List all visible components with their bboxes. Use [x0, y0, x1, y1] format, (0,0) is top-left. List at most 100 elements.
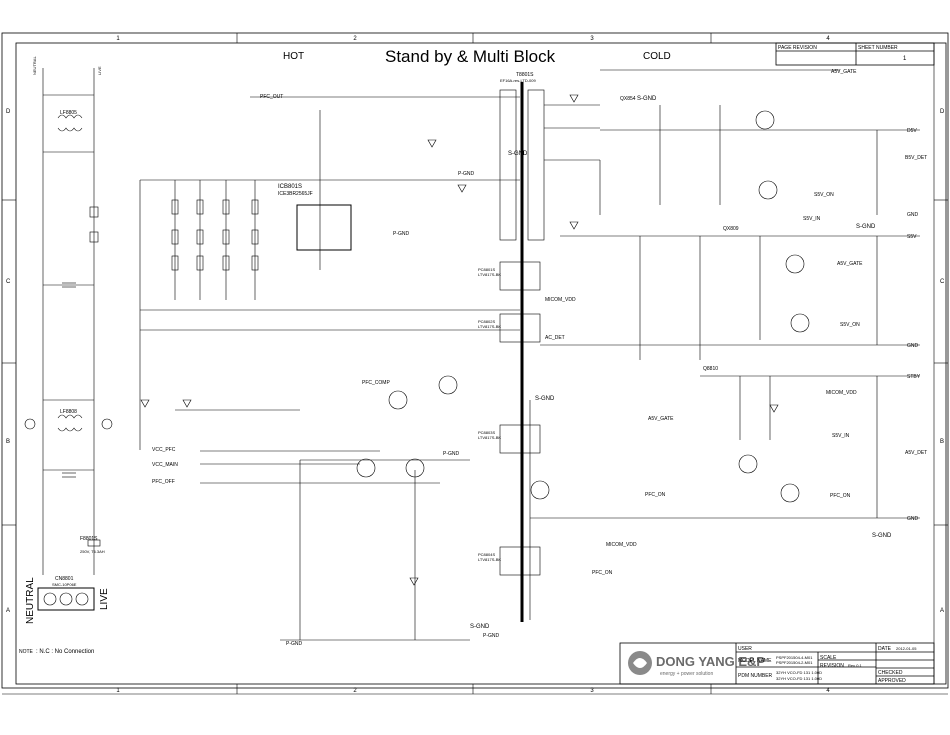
net-s-gnd-2: S-GND: [508, 151, 528, 157]
net-s5v-in-2: S5V_IN: [803, 216, 821, 222]
model-name-1: PSPF201504-4-M01: [776, 655, 813, 660]
net-p-gnd-3: P-GND: [443, 451, 460, 457]
net-gnd-1: GND: [907, 212, 919, 218]
net-s5v-in: S5V_IN: [832, 433, 850, 439]
scale-label: SCALE: [820, 655, 837, 661]
net-p-gnd-5: P-GND: [483, 633, 500, 639]
sheet-title: Stand by & Multi Block: [385, 47, 556, 66]
opto-couplers: [499, 261, 541, 576]
net-pfc-on-1: PFC_ON: [592, 570, 613, 576]
net-micom-vdd-1: MICOM_VDD: [545, 297, 576, 303]
transformer-ref: T8801S: [516, 72, 534, 78]
net-s-gnd-3: S-GND: [535, 396, 555, 402]
note-label: NOTE: [19, 649, 34, 655]
f8801s-ref: F8801S: [80, 536, 98, 542]
pc4-ref: PC8804S: [478, 552, 495, 557]
transformer: [499, 89, 600, 241]
zone-col-1-bottom: 1: [116, 688, 120, 694]
net-a5v-det: A5V_DET: [905, 450, 927, 456]
pdm-number-1: 32YH VCO-FD 131 1.00D: [776, 670, 822, 675]
revision-label: REVISION: [820, 663, 844, 669]
zone-row-a-right: A: [940, 608, 944, 614]
ac-connector: [37, 587, 95, 611]
ic-ref: ICB801S: [278, 184, 302, 190]
controller-region: [139, 96, 520, 641]
net-pfc-on-2: PFC_ON: [645, 492, 666, 498]
zone-col-1: 1: [116, 36, 120, 42]
net-p-gnd-1: P-GND: [393, 231, 410, 237]
net-s5v-on-1: S5V_ON: [814, 192, 834, 198]
net-a5v-gate-2: A5V_GATE: [831, 69, 857, 75]
zone-row-b-right: B: [940, 439, 944, 445]
net-vcc-pfc: VCC_PFC: [152, 447, 176, 453]
net-pfc-out: PFC_OUT: [260, 94, 283, 100]
net-s5v-on-2: S5V_ON: [840, 322, 860, 328]
net-stby: STBY: [907, 374, 921, 380]
lf8808-ref: LF8808: [60, 409, 77, 415]
page-revision-label: PAGE REVISION: [778, 45, 817, 51]
pdm-number-2: 32YH VCO-FD 131 1.00D: [776, 676, 822, 681]
ac-input-section: [24, 68, 113, 575]
title-block: [619, 642, 935, 685]
q8810-ref: Q8810: [703, 366, 718, 372]
net-pfc-comp: PFC_COMP: [362, 380, 390, 386]
net-d5v: D5V: [907, 128, 917, 134]
model-name-2: PSPF201504-2-M01: [776, 660, 813, 665]
sheet-number: 1: [903, 56, 907, 62]
cold-label: COLD: [643, 51, 671, 62]
zone-col-4: 4: [826, 36, 830, 42]
transformer-part: EF16A-res-LTD-009: [500, 78, 536, 83]
qx809-ref: QX809: [723, 226, 739, 232]
net-micom-vdd-3: MICOM_VDD: [826, 390, 857, 396]
pc1-ref: PC8801S: [478, 267, 495, 272]
net-p-gnd-2: P-GND: [458, 171, 475, 177]
secondary-region: [529, 69, 920, 620]
zone-row-d-right: D: [940, 109, 945, 115]
pc2-ref: PC8802S: [478, 319, 495, 324]
pc3-ref: PC8803S: [478, 430, 495, 435]
model-name-label: MODEL NAME: [738, 658, 772, 664]
user-label: USER: [738, 646, 752, 652]
f8801s-part: 250V, T6.3AH: [80, 549, 105, 554]
date-label: DATE: [878, 646, 892, 652]
company-name: DONG YANG E&P: [656, 654, 765, 669]
net-s-gnd-4: S-GND: [470, 624, 490, 630]
zone-col-4-bottom: 4: [826, 688, 830, 694]
net-gnd-3: GND: [907, 516, 919, 522]
zone-row-c-right: C: [940, 279, 945, 285]
zone-col-3: 3: [590, 36, 594, 42]
ac-lead-live: LIVE: [97, 66, 102, 75]
net-s5v: S5V: [907, 234, 917, 240]
cn8801-ref: CN8801: [55, 576, 74, 582]
note-text: : N.C : No Connection: [36, 649, 94, 655]
net-gnd-2: GND: [907, 343, 919, 349]
net-vcc-main: VCC_MAIN: [152, 462, 178, 468]
zone-col-2-bottom: 2: [353, 688, 357, 694]
company-tagline: energy + power solution: [660, 671, 713, 677]
lf8805-ref: LF8805: [60, 110, 77, 116]
revision-value: Rev 0.1: [848, 663, 863, 668]
neutral-label: NEUTRAL: [25, 577, 36, 624]
pc3-part: LTV817S-BK: [478, 435, 501, 440]
net-s-gnd-1: S-GND: [637, 96, 657, 102]
checked-label: CHECKED: [878, 670, 903, 676]
revision-box: [775, 42, 935, 66]
zone-col-2: 2: [353, 36, 357, 42]
ic-part: ICE3BR2565JF: [278, 191, 313, 197]
net-b5v-det: B5V_DET: [905, 155, 927, 161]
date-value: 2012-01-05: [896, 646, 917, 651]
zone-col-3-bottom: 3: [590, 688, 594, 694]
pc2-part: LTV817S-BK: [478, 324, 501, 329]
zone-row-d: D: [6, 109, 11, 115]
zone-row-b: B: [6, 439, 10, 445]
cn8801-part: SMC-10P06E: [52, 582, 77, 587]
live-label: LIVE: [99, 588, 110, 610]
net-pfc-on-3: PFC_ON: [830, 493, 851, 499]
pc1-part: LTV817S-BK: [478, 272, 501, 277]
pc4-part: LTV817S-BK: [478, 557, 501, 562]
zone-row-c: C: [6, 279, 11, 285]
ac-lead-neutral: NEUTRAL: [32, 56, 37, 75]
qx854-ref: QX854: [620, 96, 636, 102]
hot-label: HOT: [283, 51, 304, 62]
